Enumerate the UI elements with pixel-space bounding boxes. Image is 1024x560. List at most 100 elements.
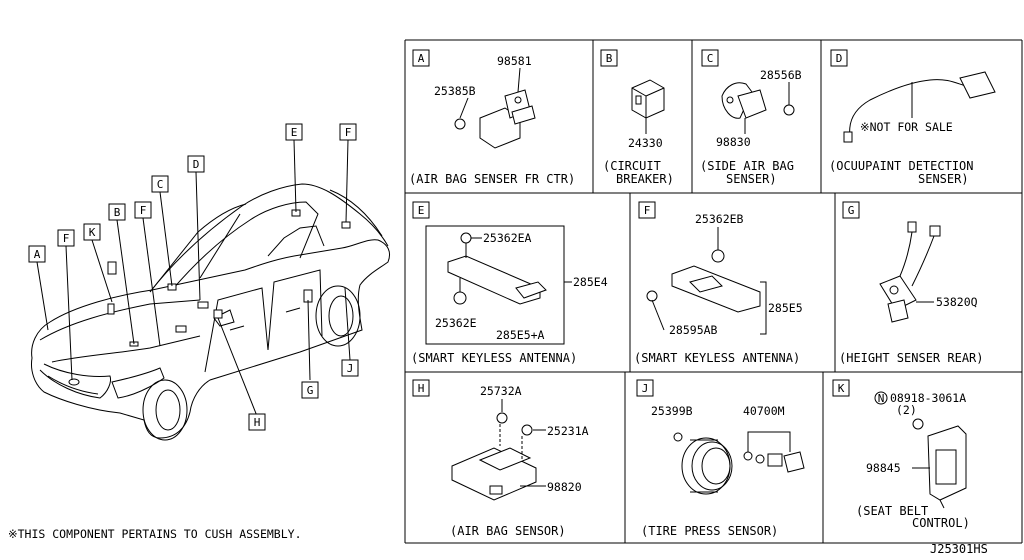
panel-j-letter-box (636, 379, 654, 397)
panel-k-part-98845: 98845 (866, 461, 901, 475)
panel-b-letter: B (606, 52, 613, 65)
panel-g-caption: (HEIGHT SENSER REAR) (839, 351, 984, 365)
panel-e-part-285e5a: 285E5+A (496, 328, 545, 342)
panel-h-letter-box (412, 379, 430, 397)
panel-e-letter-box (412, 201, 430, 219)
panel-k-part-08918-3061a: 08918-3061A (890, 391, 966, 405)
panel-d-not-for-sale: ※NOT FOR SALE (860, 120, 953, 134)
circled-n-letter: N (878, 392, 885, 405)
panel-e-caption: (SMART KEYLESS ANTENNA) (411, 351, 577, 365)
panel-f-part-28595ab: 28595AB (669, 323, 718, 337)
panel-j: J 25399B 40700M (TIRE PRESS SENSOR) (636, 379, 805, 538)
svg-text:F: F (345, 126, 352, 139)
panel-j-letter: J (642, 382, 649, 395)
panel-a-part-25385b: 25385B (434, 84, 476, 98)
circuit-breaker-illustration (631, 79, 665, 119)
panel-k-qty: (2) (896, 403, 917, 417)
panel-e: E 25362EA 285E4 25362E 285E5+A (SMART KE… (411, 201, 608, 365)
panel-k-caption-line2: CONTROL) (912, 516, 970, 530)
air-bag-sensor-illustration (451, 412, 537, 501)
panel-e-part-25362ea: 25362EA (483, 231, 532, 245)
overview-callout-h: H (248, 413, 266, 431)
panel-f-part-25362eb: 25362EB (695, 212, 744, 226)
panel-g-letter-box (842, 201, 860, 219)
overview-callout-c: C (151, 175, 169, 193)
svg-text:K: K (89, 226, 96, 239)
panel-f-letter-box (638, 201, 656, 219)
svg-text:F: F (63, 232, 70, 245)
panel-g: G 53820Q (HEIGHT SENSER REAR) (839, 201, 984, 365)
height-sensor-rear-illustration (879, 221, 941, 323)
panel-d-letter: D (836, 52, 843, 65)
panel-c-part-98830: 98830 (716, 135, 751, 149)
panel-a: A 98581 25385B (AIR BAG SENSER FR CTR) (409, 49, 575, 186)
panel-h-letter: H (418, 382, 425, 395)
overview-callout-k: K (83, 223, 101, 241)
smart-keyless-antenna-f-illustration (646, 249, 761, 313)
panel-grid (404, 39, 1023, 544)
panel-k: K N 08918-3061A (2) 98845 (SEAT BELT CON… (832, 379, 970, 530)
svg-text:D: D (193, 158, 200, 171)
panel-d-letter-box (830, 49, 848, 67)
panel-k-letter-box (832, 379, 850, 397)
panel-k-letter: K (838, 382, 845, 395)
panel-b: B 24330 (CIRCUIT BREAKER) (600, 49, 674, 186)
panel-a-caption: (AIR BAG SENSER FR CTR) (409, 172, 575, 186)
panel-f-caption: (SMART KEYLESS ANTENNA) (634, 351, 800, 365)
overview-callout-f3: F (339, 123, 357, 141)
overview-callout-a: A (28, 245, 46, 263)
overview-callouts: A F K B F C D E (28, 123, 359, 431)
panel-h-part-25231a: 25231A (547, 424, 589, 438)
panel-b-caption-line2: BREAKER) (616, 172, 674, 186)
panel-c-caption-line2: SENSER) (726, 172, 777, 186)
panel-h: H 25732A 25231A 98820 (AIR BAG SENSOR) (412, 379, 589, 538)
panel-c-part-28556b: 28556B (760, 68, 802, 82)
panel-j-part-40700m: 40700M (743, 404, 785, 418)
panel-g-letter: G (848, 204, 855, 217)
svg-text:F: F (140, 204, 147, 217)
air-bag-sensor-fr-ctr-illustration (454, 89, 536, 149)
panel-e-letter: E (418, 204, 425, 217)
svg-text:J: J (347, 362, 354, 375)
panel-c: C 28556B 98830 (SIDE AIR BAG SENSER) (700, 49, 802, 186)
panel-c-caption-line1: (SIDE AIR BAG (700, 159, 794, 173)
panel-h-caption: (AIR BAG SENSOR) (450, 524, 566, 538)
overview-callout-g: G (301, 381, 319, 399)
panel-g-part-53820q: 53820Q (936, 295, 978, 309)
panel-h-part-25732a: 25732A (480, 384, 522, 398)
panel-j-part-25399b: 25399B (651, 404, 693, 418)
svg-text:E: E (291, 126, 298, 139)
panel-a-letter-box (412, 49, 430, 67)
panel-h-part-98820: 98820 (547, 480, 582, 494)
panel-f-part-285e5: 285E5 (768, 301, 803, 315)
overview-callout-e: E (285, 123, 303, 141)
panel-b-caption-line1: (CIRCUIT (603, 159, 661, 173)
car-overview-illustration (31, 139, 391, 441)
seat-belt-control-illustration (912, 418, 967, 509)
overview-callout-b: B (108, 203, 126, 221)
svg-text:B: B (114, 206, 121, 219)
panel-d-caption-line2: SENSER) (918, 172, 969, 186)
panel-d-caption-line1: (OCUUPAINT DETECTION (829, 159, 974, 173)
panel-f: F 25362EB 285E5 28595AB (SMART KEYLESS A… (634, 201, 803, 365)
panel-b-letter-box (600, 49, 618, 67)
overview-callout-d: D (187, 155, 205, 173)
panel-c-letter-box (701, 49, 719, 67)
footnote-text: ※THIS COMPONENT PERTAINS TO CUSH ASSEMBL… (8, 527, 302, 541)
panel-k-caption-line1: (SEAT BELT (856, 504, 928, 518)
panel-d: D ※NOT FOR SALE (OCUUPAINT DETECTION SEN… (829, 49, 996, 186)
occupant-detection-sensor-illustration (843, 71, 996, 143)
panel-c-letter: C (707, 52, 714, 65)
smart-keyless-antenna-e-illustration (447, 232, 547, 305)
svg-text:C: C (157, 178, 164, 191)
panel-e-part-25362e: 25362E (435, 316, 477, 330)
side-air-bag-sensor-illustration (721, 82, 795, 119)
svg-text:G: G (307, 384, 314, 397)
diagram-id: J25301HS (930, 542, 988, 556)
panel-a-letter: A (418, 52, 425, 65)
overview-callout-f2: F (134, 201, 152, 219)
panel-j-caption: (TIRE PRESS SENSOR) (641, 524, 778, 538)
tire-pressure-sensor-illustration (673, 432, 805, 495)
svg-text:A: A (34, 248, 41, 261)
